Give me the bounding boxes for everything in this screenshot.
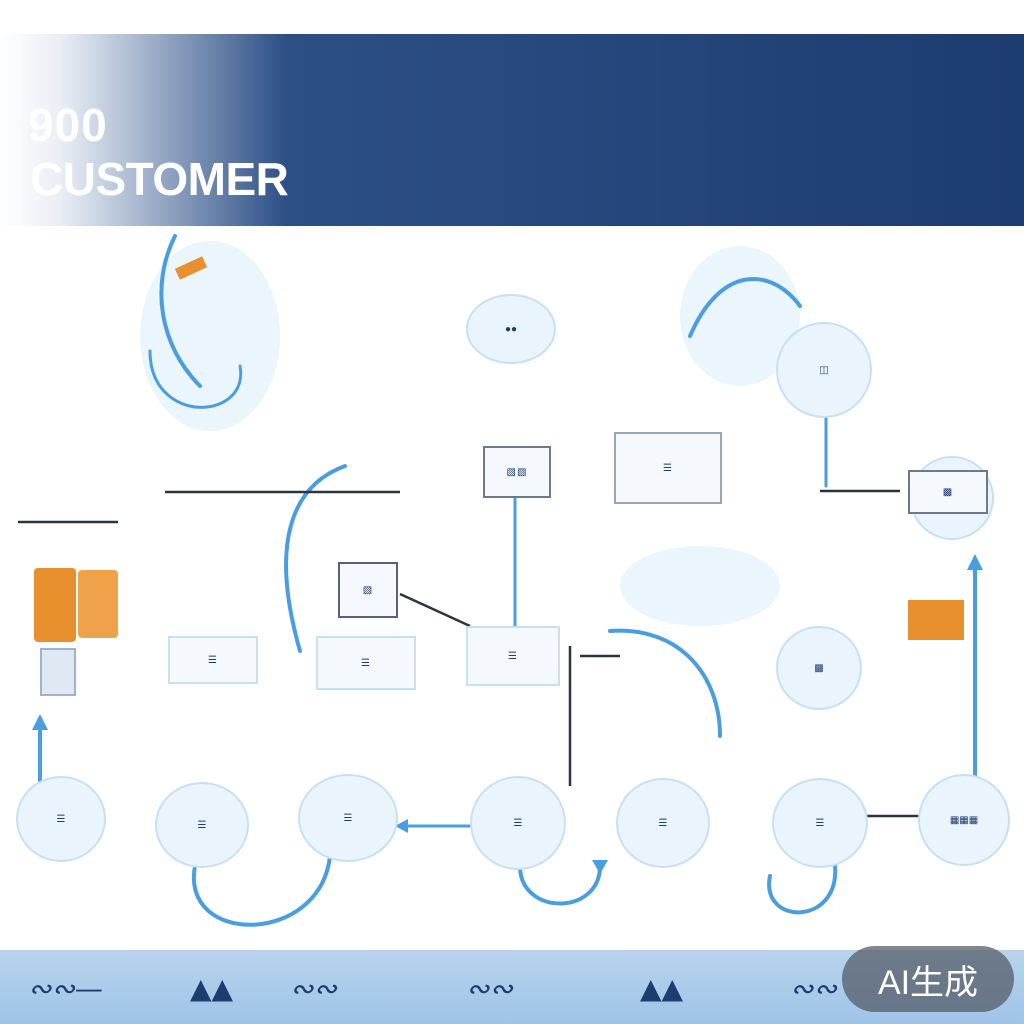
monitor-icon: ▧▧ — [506, 466, 528, 478]
node-top-center: ●● — [466, 294, 556, 364]
header-title-line1: 900 — [28, 98, 108, 152]
node-bottom-3: ☰ — [298, 774, 398, 862]
list-icon: ☰ — [658, 817, 668, 829]
chart-icon: ▩ — [814, 662, 824, 674]
card-left-panel-2: ☰ — [168, 636, 258, 684]
node-bottom-2: ☰ — [155, 782, 249, 868]
node-bottom-6: ☰ — [772, 778, 868, 868]
header-banner: 900 CUSTOMER — [0, 34, 1024, 226]
diagram-canvas: ●● ◫ ☰ ☰ ☰ ☰ ☰ ☰ ▦▦▦ ▩ ▩ ▧▧ ☰ ▧ ☰ ☰ — [0, 226, 1024, 950]
panel-icon: ☰ — [361, 657, 371, 669]
card-center-panel: ☰ — [466, 626, 560, 686]
card-left-panel: ☰ — [316, 636, 416, 690]
connector-top-right — [688, 276, 802, 338]
header-title-line2: CUSTOMER — [30, 153, 289, 205]
footer-glyph-4: ∾∾ — [466, 972, 513, 1005]
node-bottom-right: ▦▦▦ — [918, 774, 1010, 866]
connector-bottom-left-loop — [191, 854, 332, 927]
package-icon: ◫ — [819, 364, 829, 376]
node-bottom-4: ☰ — [470, 776, 566, 870]
list-icon: ☰ — [815, 817, 825, 829]
document-icon: ☰ — [56, 813, 66, 825]
header-title-number: 900 — [28, 99, 108, 151]
package-icon — [78, 570, 118, 638]
laptop-icon: ▧ — [362, 584, 374, 596]
node-mid-right: ▩ — [776, 626, 862, 710]
connector-right-arc — [608, 628, 722, 738]
connector-bottom-center-loop — [518, 864, 602, 906]
footer-glyph-3: ∾∾ — [290, 972, 337, 1005]
connector-top-left — [159, 234, 202, 388]
footer-glyph-5: ▲▲ — [640, 972, 684, 1005]
footer-glyph-2: ▲▲ — [190, 972, 234, 1005]
team-icon: ●● — [504, 323, 518, 335]
panel-icon: ☰ — [208, 654, 218, 666]
connector-layer — [18, 234, 983, 927]
image-icon — [908, 600, 964, 640]
package-icon — [34, 568, 76, 642]
footer-glyph-1: ∾∾— — [28, 972, 103, 1005]
device-icon — [40, 648, 76, 696]
connector-loop-left — [148, 349, 243, 409]
arrow-heads — [32, 554, 983, 874]
footer-glyph-6: ∾∾ — [790, 972, 837, 1005]
card-document: ☰ — [614, 432, 722, 504]
chart-icon: ▩ — [942, 486, 954, 498]
document-icon: ☰ — [663, 462, 673, 474]
card-laptop: ▧ — [338, 562, 398, 618]
ai-generated-badge: AI生成 — [842, 946, 1014, 1012]
node-bottom-left: ☰ — [16, 776, 106, 862]
connector-center-left — [284, 464, 347, 653]
list-icon: ☰ — [513, 817, 523, 829]
panel-icon: ☰ — [508, 650, 518, 662]
calendar-icon: ▦▦▦ — [949, 814, 979, 826]
list-icon: ☰ — [343, 812, 353, 824]
connector-bottom-right-loop — [767, 864, 838, 915]
node-top-right: ◫ — [776, 322, 872, 418]
list-icon: ☰ — [197, 819, 207, 831]
card-center-monitor: ▧▧ — [483, 446, 551, 498]
card-far-right: ▩ — [908, 470, 988, 514]
node-bottom-5: ☰ — [616, 778, 710, 868]
